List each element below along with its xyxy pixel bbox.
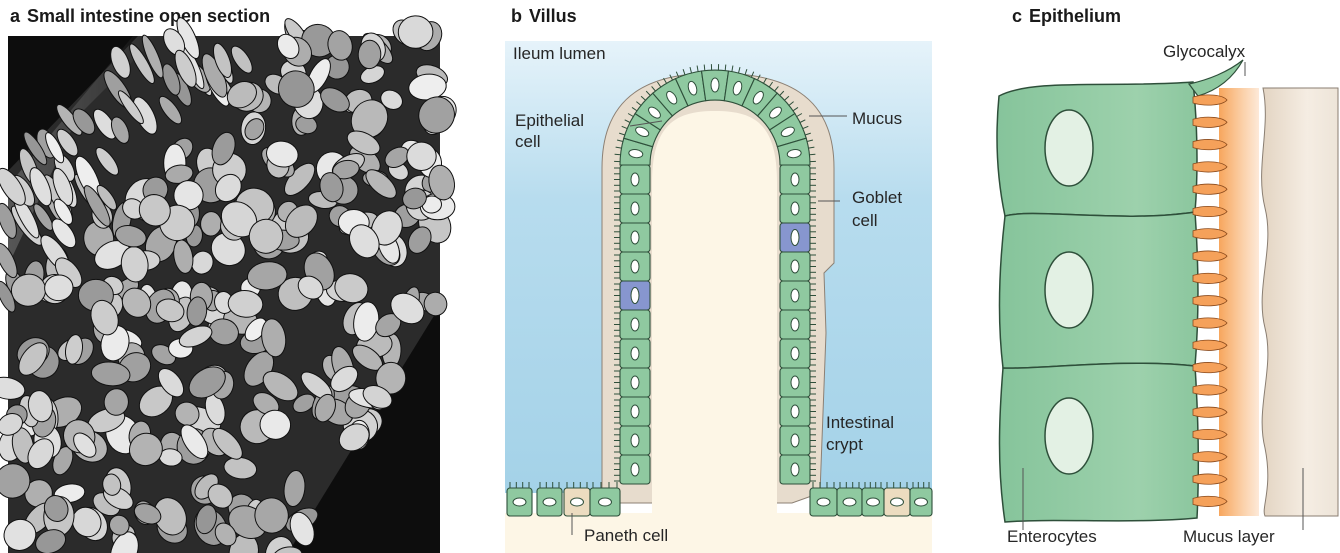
base-tissue <box>505 513 932 553</box>
panel-a-title-text: Small intestine open section <box>27 6 270 26</box>
cell-nucleus <box>791 347 799 360</box>
cell-nucleus <box>631 405 639 418</box>
microvillus <box>1193 452 1227 462</box>
microvillus <box>1193 340 1227 350</box>
cell-nucleus <box>791 318 799 331</box>
panel-b-title-text: Villus <box>529 6 577 26</box>
panel-c-title: c Epithelium <box>1012 6 1121 27</box>
cell-nucleus <box>631 202 639 215</box>
cell-nucleus <box>791 230 799 246</box>
label-paneth-cell: Paneth cell <box>584 525 668 546</box>
panel-c-letter: c <box>1012 6 1022 26</box>
microvillus <box>1193 496 1227 506</box>
enterocyte-middle <box>999 212 1198 368</box>
enterocyte-nucleus-2 <box>1045 252 1093 328</box>
cell-nucleus <box>791 289 799 302</box>
cell-nucleus <box>513 498 526 506</box>
villus-blob <box>407 142 437 171</box>
microvillus <box>1193 385 1227 395</box>
microvillus <box>1193 296 1227 306</box>
cell-nucleus <box>631 434 639 447</box>
microvillus <box>1193 95 1227 105</box>
label-goblet-line1: Goblet <box>852 187 902 208</box>
cell-nucleus <box>791 405 799 418</box>
cell-nucleus <box>631 318 639 331</box>
microvillus <box>810 154 816 155</box>
cell-nucleus <box>631 288 639 304</box>
villus-core <box>652 111 777 513</box>
label-goblet-line2: cell <box>852 210 878 231</box>
panel-a-title: a Small intestine open section <box>10 6 270 27</box>
microvillus <box>1193 273 1227 283</box>
microvillus <box>1193 474 1227 484</box>
microvillus <box>615 154 621 155</box>
microvillus <box>1193 362 1227 372</box>
cell-nucleus <box>915 498 928 506</box>
epithelium-diagram <box>993 48 1338 548</box>
label-mucus-layer: Mucus layer <box>1183 526 1275 547</box>
microvillus <box>1193 251 1227 261</box>
villus-blob <box>358 40 382 69</box>
enterocyte-nucleus-3 <box>1045 398 1093 474</box>
cell-nucleus <box>891 498 904 506</box>
microvillus <box>1193 184 1227 194</box>
panel-b-title: b Villus <box>511 6 577 27</box>
cell-nucleus <box>631 347 639 360</box>
cell-nucleus <box>791 434 799 447</box>
microvillus <box>1193 229 1227 239</box>
microvillus <box>1193 206 1227 216</box>
cell-nucleus <box>867 498 880 506</box>
panel-c-title-text: Epithelium <box>1029 6 1121 26</box>
enterocyte-bottom <box>1000 363 1199 522</box>
intestine-micrograph <box>8 36 440 553</box>
microvillus <box>1193 117 1227 127</box>
cell-nucleus <box>843 498 856 506</box>
cell-nucleus <box>791 376 799 389</box>
microvillus <box>1193 407 1227 417</box>
microvillus <box>1193 139 1227 149</box>
mucus-layer-band <box>1262 88 1338 516</box>
microvillus <box>704 65 705 71</box>
cell-nucleus <box>791 260 799 273</box>
microvillus <box>1193 318 1227 328</box>
cell-nucleus <box>791 202 799 215</box>
label-crypt-line2: crypt <box>826 434 863 455</box>
enterocyte-nucleus-1 <box>1045 110 1093 186</box>
microvillus <box>1193 429 1227 439</box>
cell-nucleus <box>631 173 639 186</box>
cell-nucleus <box>791 463 799 476</box>
cell-nucleus <box>711 78 719 92</box>
cell-nucleus <box>631 260 639 273</box>
cell-nucleus <box>599 498 612 506</box>
label-epithelial-line2: cell <box>515 131 541 152</box>
label-epithelial-line1: Epithelial <box>515 110 584 131</box>
enterocyte-top <box>997 82 1197 216</box>
label-crypt-line1: Intestinal <box>826 412 894 433</box>
label-enterocytes: Enterocytes <box>1007 526 1097 547</box>
label-glycocalyx: Glycocalyx <box>1163 41 1245 62</box>
microvillus <box>1193 162 1227 172</box>
cell-nucleus <box>791 173 799 186</box>
cell-nucleus <box>631 376 639 389</box>
panel-a-letter: a <box>10 6 20 26</box>
label-ileum-lumen: Ileum lumen <box>513 43 606 64</box>
cell-nucleus <box>817 498 830 506</box>
panel-b-letter: b <box>511 6 522 26</box>
cell-nucleus <box>631 463 639 476</box>
label-mucus: Mucus <box>852 108 902 129</box>
cell-nucleus <box>631 231 639 244</box>
cell-nucleus <box>543 498 556 506</box>
cell-nucleus <box>571 498 584 506</box>
microvillus <box>725 65 726 71</box>
